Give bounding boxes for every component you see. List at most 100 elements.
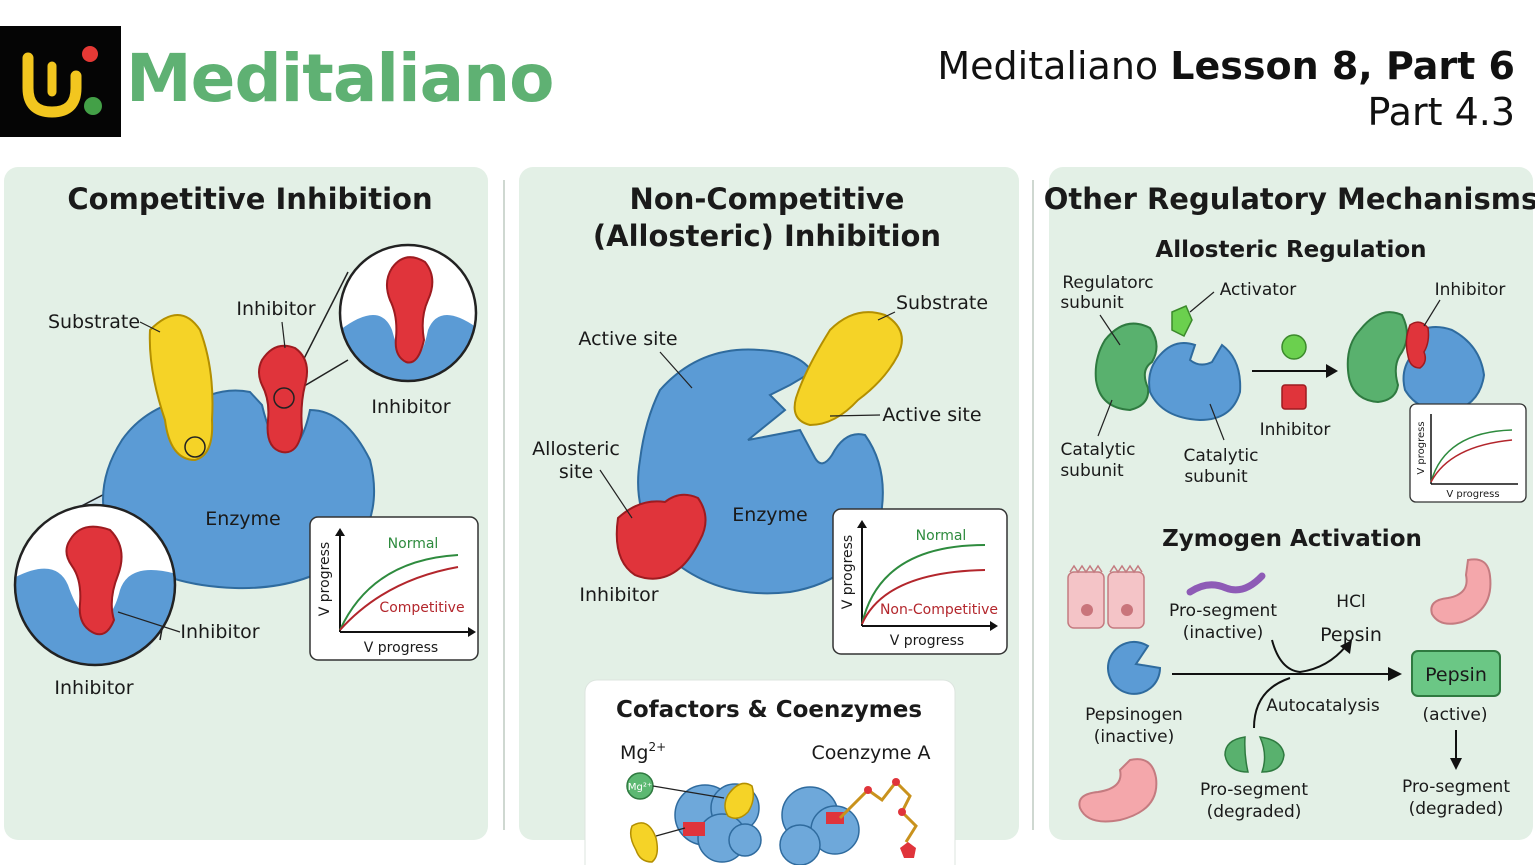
active-site-top-label: Active site <box>578 328 677 350</box>
inhibitor-shape <box>615 493 707 580</box>
cofactors-title: Cofactors & Coenzymes <box>616 697 922 723</box>
x-axis-label: V progress <box>890 633 964 649</box>
y-axis-label: V progress <box>317 542 333 616</box>
lesson-title: Meditaliano Lesson 8, Part 6 <box>937 44 1515 88</box>
active-site-right-label: Active site <box>882 404 981 426</box>
enzyme-label: Enzyme <box>732 504 807 526</box>
allosteric-label-line2: site <box>559 461 593 483</box>
pepsin-top-label: Pepsin <box>1320 624 1382 646</box>
allosteric-label-line1: Allosteric <box>532 438 620 460</box>
hcl-arrowhead <box>1340 640 1352 654</box>
inhibitor-label: Inhibitor <box>579 584 658 606</box>
normal-curve <box>1430 429 1513 483</box>
zoom-circle-border <box>13 503 177 667</box>
leader-line <box>1189 291 1215 313</box>
degraded-mid-label-line2: (degraded) <box>1207 802 1302 822</box>
y-axis-label: V progress <box>840 535 856 609</box>
leader-line <box>1423 299 1441 327</box>
degraded-mid-label-line1: Pro-segment <box>1200 780 1308 800</box>
normal-label: Normal <box>916 528 967 544</box>
logo <box>0 26 121 137</box>
regulatory-subunit-shape <box>1094 322 1158 412</box>
activation-arrowhead <box>1388 667 1402 681</box>
allosteric-regulation-title: Allosteric Regulation <box>1155 237 1426 263</box>
mg-text: Mg <box>620 742 648 764</box>
catalytic-mid-label-line1: Catalytic <box>1184 446 1259 466</box>
activator-ball <box>1281 334 1307 360</box>
leader-line <box>652 785 725 799</box>
inhibitor-square <box>1281 384 1307 410</box>
regulatory-subunit-shape <box>1346 311 1408 404</box>
cofactor-protein-right <box>779 786 860 865</box>
activator-label: Activator <box>1220 280 1297 300</box>
substrate-shape <box>148 314 214 462</box>
mg-ion-label: Mg²⁺ <box>628 782 652 793</box>
leader-line <box>599 469 633 519</box>
stomach-icon <box>1078 758 1158 823</box>
noncompetitive-title-line1: Non-Competitive <box>630 182 905 216</box>
degraded-prosegment-shape <box>1224 736 1249 773</box>
prosegment-label-line2: (inactive) <box>1183 623 1263 643</box>
inhibitor-bottom-label: Inhibitor <box>54 677 133 699</box>
leader-line <box>1097 399 1113 437</box>
pepsinogen-label-line2: (inactive) <box>1094 727 1174 747</box>
divider <box>1032 180 1034 830</box>
activator-shape <box>1171 305 1193 338</box>
enzyme-label: Enzyme <box>205 508 280 530</box>
zymogen-title: Zymogen Activation <box>1162 526 1422 552</box>
inhibitor-zoom-label: Inhibitor <box>371 396 450 418</box>
substrate-label: Substrate <box>48 311 140 333</box>
substrate-label: Substrate <box>896 292 988 314</box>
noncompetitive-curve <box>861 569 986 625</box>
inhibitor-lower-label: Inhibitor <box>180 621 259 643</box>
other-mechanisms-panel <box>1049 167 1533 840</box>
cofactor-substrate <box>724 782 755 819</box>
hcl-label: HCl <box>1336 592 1365 612</box>
y-axis-label: V progress <box>1416 421 1427 474</box>
x-axis-label: V progress <box>364 640 438 656</box>
normal-curve <box>861 544 986 625</box>
degraded-right-label-line2: (degraded) <box>1409 799 1504 819</box>
inhibitor-right-label: Inhibitor <box>1435 280 1506 300</box>
pepsin-box-label: Pepsin <box>1425 664 1487 686</box>
inhibited-curve <box>1430 439 1513 483</box>
active-label: (active) <box>1423 705 1488 725</box>
inhibitor-top-label: Inhibitor <box>236 298 315 320</box>
coenzyme-atom <box>898 808 906 816</box>
regulatory-label-line1: Regulatorc <box>1062 273 1153 293</box>
lesson-prefix: Meditaliano <box>937 44 1171 88</box>
bound-inhibitor-shape <box>1405 321 1430 369</box>
x-axis-arrow <box>468 627 476 637</box>
x-axis-arrow <box>990 621 998 631</box>
autocatalysis-label: Autocatalysis <box>1266 696 1380 716</box>
competitive-label: Competitive <box>379 600 464 616</box>
zoom-circle-border <box>338 243 478 383</box>
competitive-title: Competitive Inhibition <box>67 182 432 216</box>
substrate-shape <box>793 311 903 427</box>
mg-superscript: 2+ <box>648 740 666 754</box>
noncompetitive-label: Non-Competitive <box>880 602 998 618</box>
regulatory-label-line2: subunit <box>1060 293 1124 313</box>
inhibitor-shape <box>258 344 308 454</box>
leader-line <box>659 351 693 389</box>
leader-line <box>829 414 881 417</box>
divider <box>503 180 505 830</box>
brand-name: Meditaliano <box>126 40 555 117</box>
graph-box <box>1409 403 1527 503</box>
y-axis-arrow <box>857 520 867 528</box>
lesson-bold: Lesson 8, Part 6 <box>1170 44 1515 88</box>
reaction-arrowhead <box>1326 364 1338 378</box>
prosegment-label-line1: Pro-segment <box>1169 601 1277 621</box>
leader-line <box>877 311 896 321</box>
coenzyme-label: Coenzyme A <box>811 742 930 764</box>
normal-curve <box>339 554 459 631</box>
leader-line <box>1209 403 1225 441</box>
pepsinogen-label-line1: Pepsinogen <box>1085 705 1183 725</box>
noncompetitive-title-line2: (Allosteric) Inhibition <box>593 219 941 253</box>
degradation-arrowhead <box>1450 758 1462 770</box>
y-axis-arrow <box>335 528 345 536</box>
leader-line <box>655 827 686 837</box>
inhibitor-mid-label: Inhibitor <box>1260 420 1331 440</box>
leader-line <box>117 611 181 633</box>
